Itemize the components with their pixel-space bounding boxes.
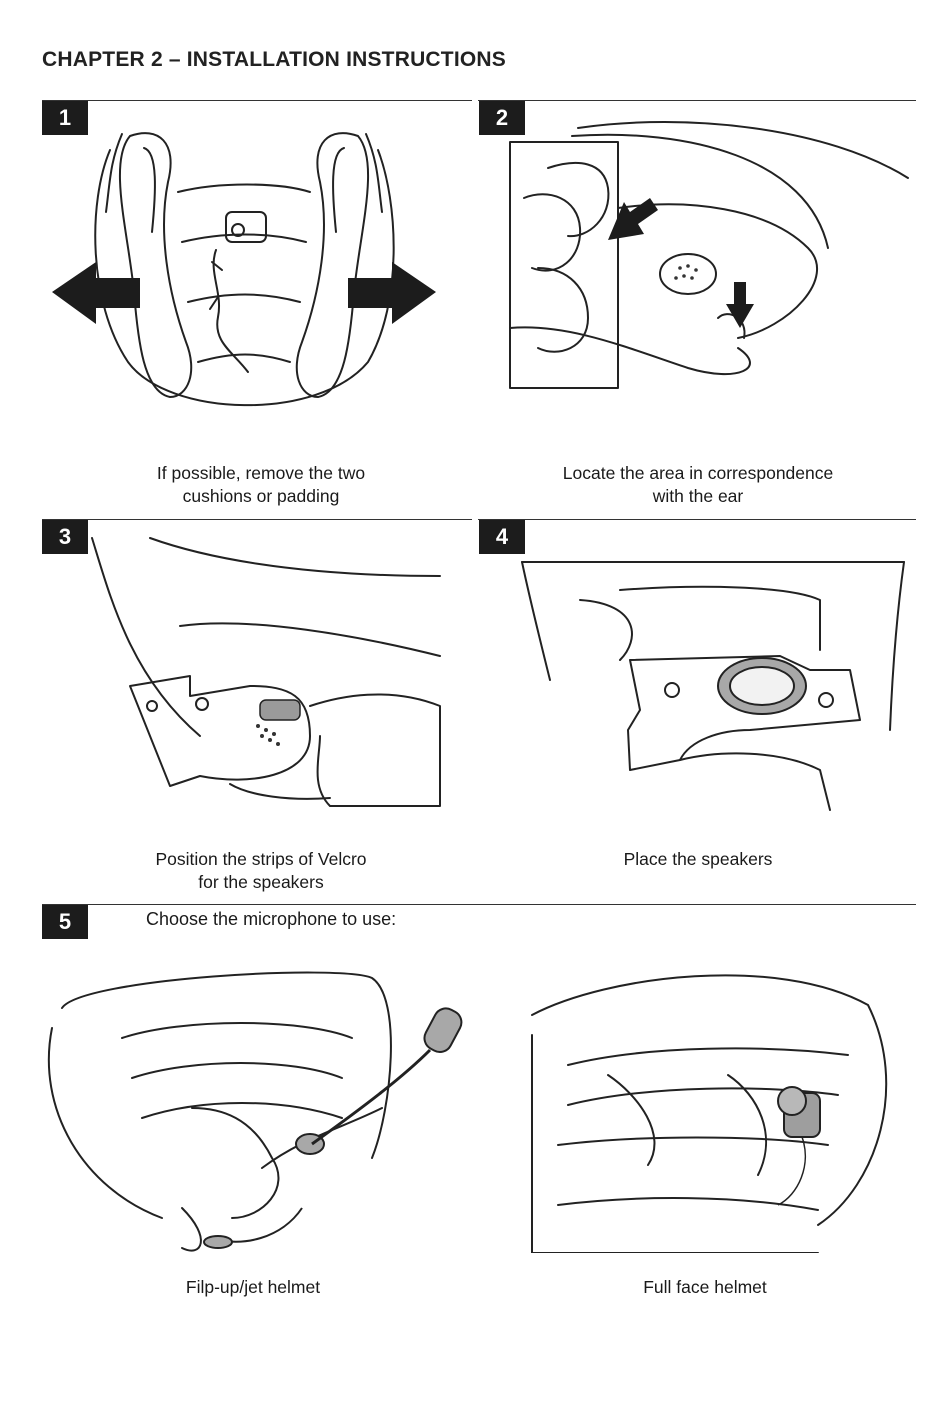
step-2-divider [478, 100, 916, 101]
step-1-caption-line-2: cushions or padding [42, 485, 480, 508]
step-4-divider [478, 519, 916, 520]
step-4-caption-line-1: Place the speakers [478, 848, 918, 871]
step-2-caption-line-2: with the ear [478, 485, 918, 508]
step-4-caption: Place the speakers [478, 848, 918, 871]
step-2-illustration [508, 118, 916, 396]
full-face-helmet-illustration [528, 965, 890, 1253]
chapter-title: CHAPTER 2 – INSTALLATION INSTRUCTIONS [42, 48, 506, 72]
step-5-badge: 5 [42, 905, 88, 939]
step-3-divider [42, 519, 472, 520]
step-1-caption-line-1: If possible, remove the two [42, 462, 480, 485]
step-4-illustration [520, 560, 906, 820]
step-3-badge: 3 [42, 520, 88, 554]
full-face-helmet-caption: Full face helmet [490, 1276, 920, 1299]
step-1-divider [42, 100, 472, 101]
step-2-caption: Locate the area in correspondence with t… [478, 462, 918, 508]
step-4-badge: 4 [479, 520, 525, 554]
full-face-helmet-caption-line: Full face helmet [490, 1276, 920, 1299]
flip-up-helmet-illustration [42, 968, 472, 1260]
step-3-caption-line-2: for the speakers [42, 871, 480, 894]
step-2-caption-line-1: Locate the area in correspondence [478, 462, 918, 485]
flip-up-helmet-caption-line: Filp-up/jet helmet [42, 1276, 464, 1299]
step-3-caption-line-1: Position the strips of Velcro [42, 848, 480, 871]
step-5-title: Choose the microphone to use: [146, 909, 396, 930]
step-5-divider [42, 904, 916, 905]
flip-up-helmet-caption: Filp-up/jet helmet [42, 1276, 464, 1299]
step-3-illustration [90, 536, 446, 816]
step-1-illustration [48, 122, 440, 432]
step-1-caption: If possible, remove the two cushions or … [42, 462, 480, 508]
step-3-caption: Position the strips of Velcro for the sp… [42, 848, 480, 894]
